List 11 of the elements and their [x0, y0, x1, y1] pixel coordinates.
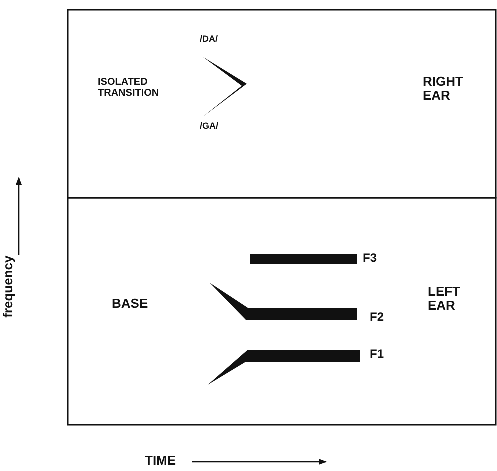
ear-label: LEFT EAR — [428, 285, 462, 312]
syllable-label: /GA/ — [200, 122, 219, 132]
formant-label: F2 — [370, 311, 384, 324]
syllable-label: /DA/ — [200, 35, 218, 44]
stimulus-label: BASE — [112, 297, 148, 311]
formant-label: F3 — [363, 252, 378, 265]
stimulus-label: ISOLATED TRANSITION — [98, 78, 160, 99]
ear-label: RIGHT EAR — [423, 75, 464, 102]
axis-label: frequency — [1, 256, 15, 318]
formant-label: F1 — [370, 348, 384, 361]
axis-label: TIME — [145, 454, 176, 468]
